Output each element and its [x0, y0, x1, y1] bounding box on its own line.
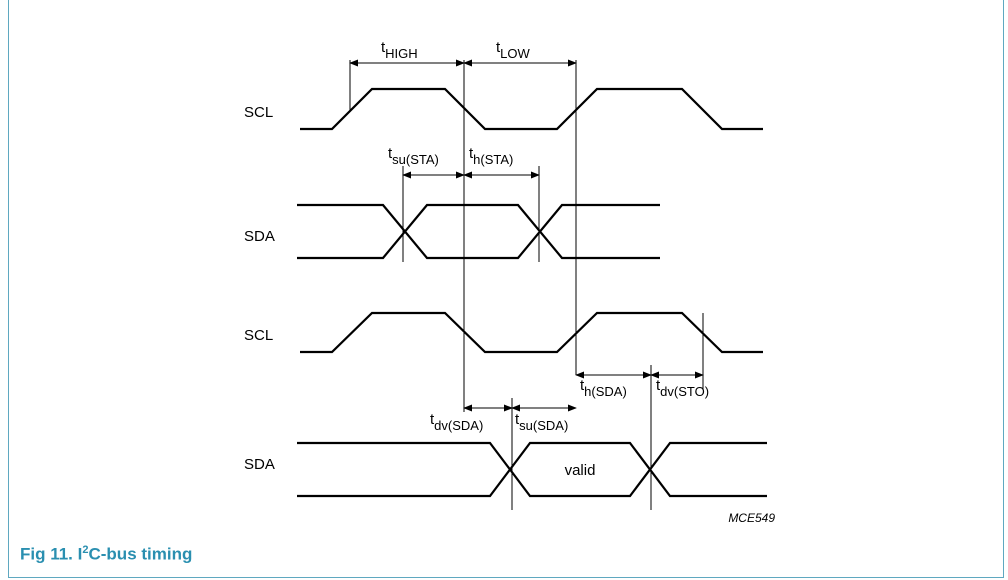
scl-waveform-1 — [300, 87, 763, 131]
sda-label-1: SDA — [244, 228, 275, 245]
scl-waveform-2 — [300, 311, 763, 354]
sda-waveform-2-lower — [297, 441, 767, 498]
caption-superscript: 2 — [82, 544, 89, 556]
sda-label-2: SDA — [244, 456, 275, 473]
caption-prefix: Fig 11. I — [20, 544, 83, 564]
figure-frame — [8, 0, 1004, 578]
t-su-sta-label: tsu(STA) — [388, 145, 439, 167]
figure-code: MCE549 — [728, 511, 775, 525]
sda-waveform-1-lower — [297, 203, 660, 260]
t-dv-sda-label: tdv(SDA) — [430, 411, 483, 433]
t-h-sda-label: th(SDA) — [580, 377, 627, 399]
t-su-sda-label: tsu(SDA) — [515, 411, 568, 433]
valid-label: valid — [565, 462, 596, 479]
caption-suffix: C-bus timing — [88, 544, 193, 564]
t-dv-sto-label: tdv(STO) — [656, 377, 709, 399]
t-high-label: tHIGH — [381, 39, 418, 61]
sda-waveform-2-upper — [297, 441, 767, 498]
t-h-sta-label: th(STA) — [469, 145, 513, 167]
figure-caption: Fig 11. I2C-bus timing — [20, 544, 192, 565]
t-low-label: tLOW — [496, 39, 531, 61]
scl-label-2: SCL — [244, 327, 273, 344]
sda-waveform-1-upper — [297, 203, 660, 260]
scl-label-1: SCL — [244, 104, 273, 121]
